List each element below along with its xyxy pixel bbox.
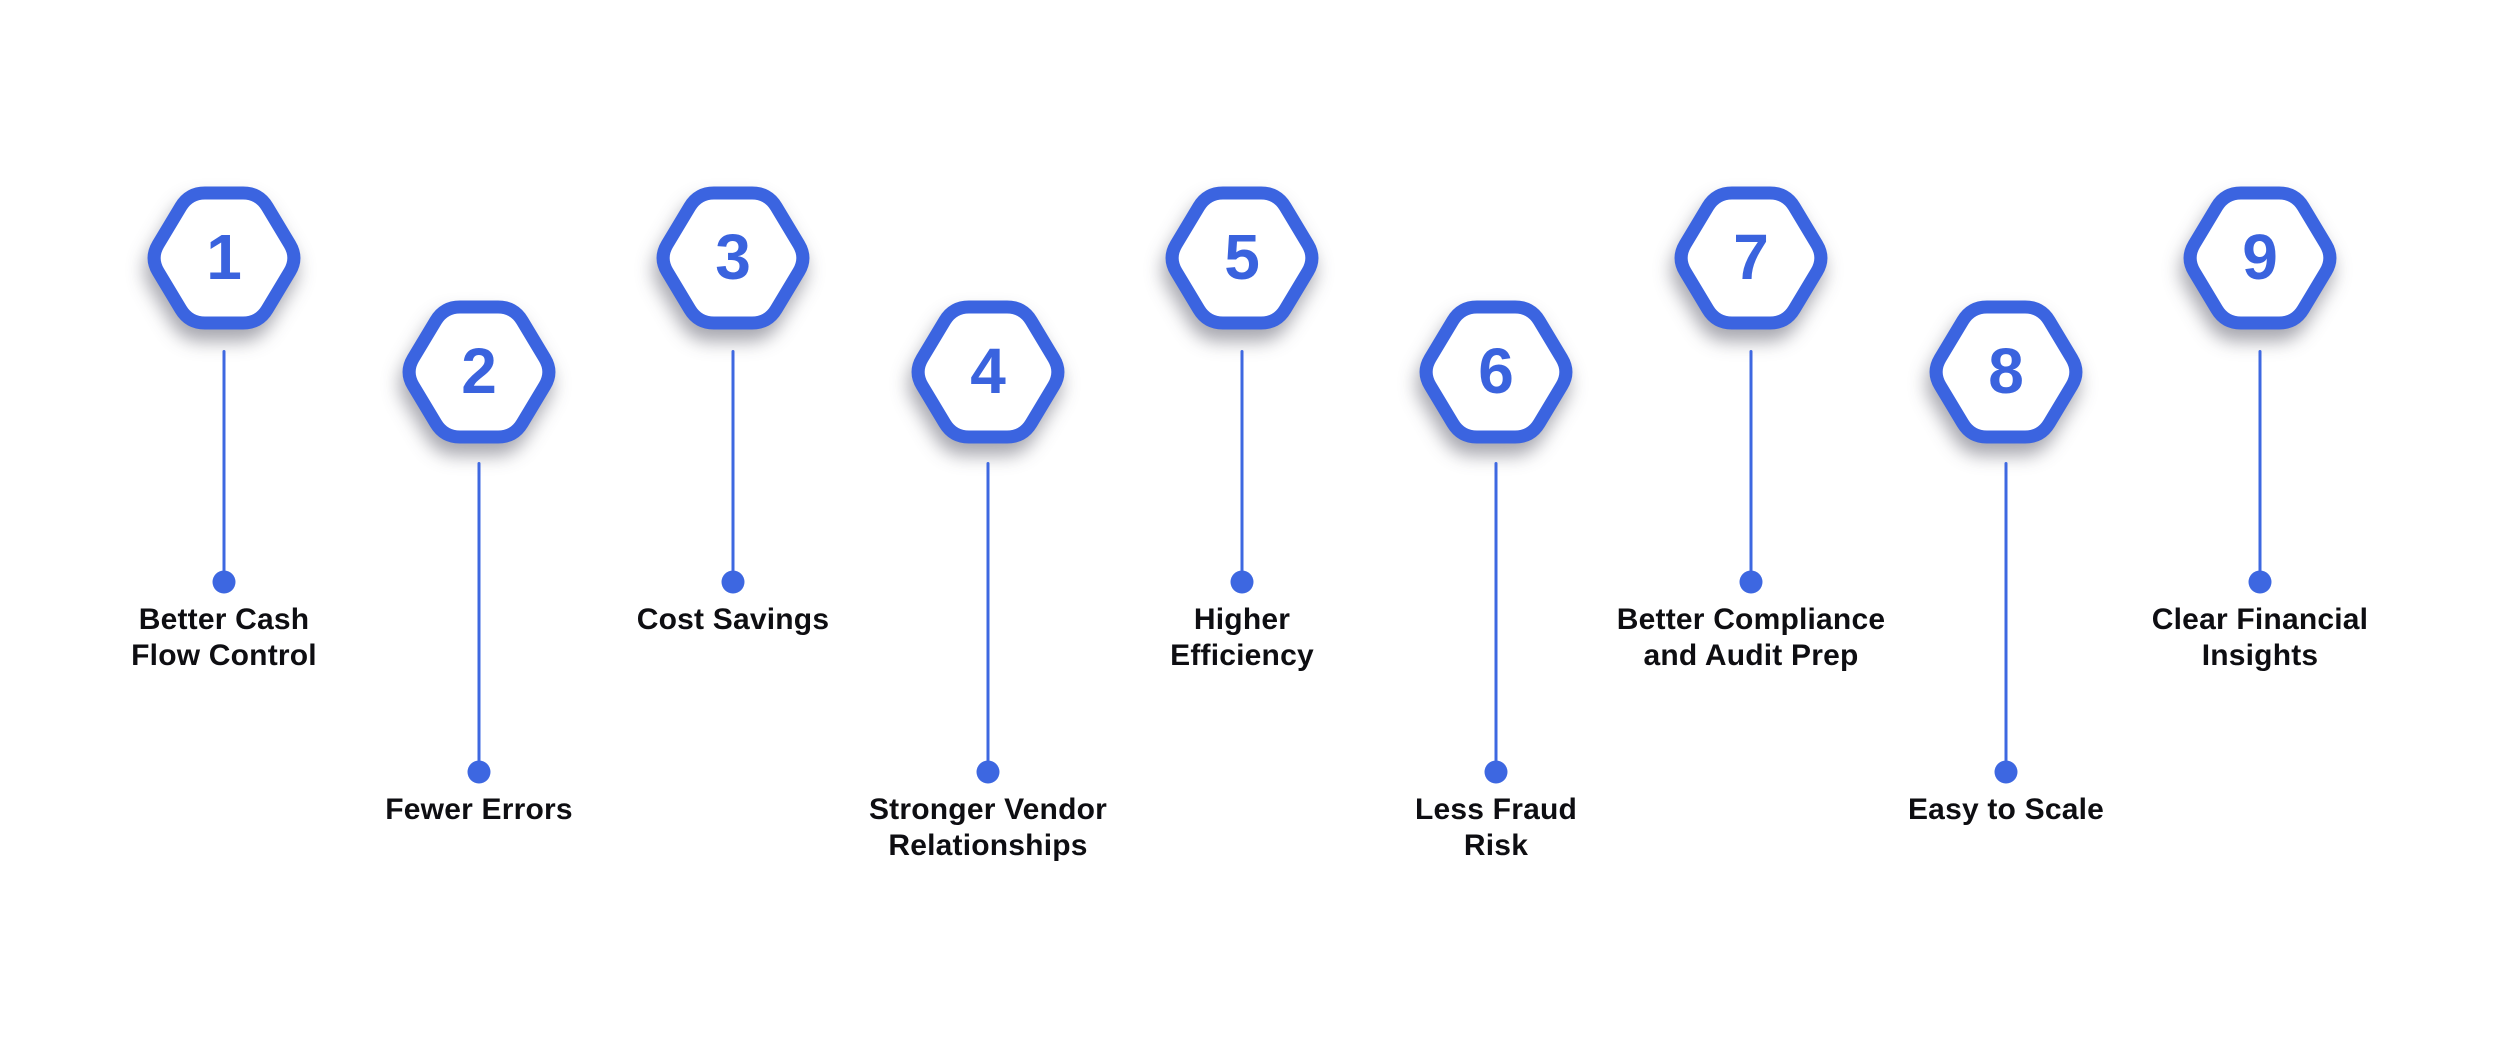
step-number: 9 <box>2242 221 2278 293</box>
label-line-2: Flow Control <box>131 639 317 672</box>
label-line-2: and Audit Prep <box>1643 639 1859 672</box>
label-line-1: Better Cash <box>138 603 310 636</box>
hexagon-step-badge: 7 <box>1671 185 1831 331</box>
connector-line <box>477 462 481 772</box>
label-line-1: Less Fraud <box>1414 793 1578 826</box>
connector-line <box>986 462 990 772</box>
connector-dot <box>1484 760 1508 784</box>
label-line-2: Risk <box>1463 829 1529 862</box>
connector-line <box>1240 350 1244 582</box>
label-line-1: Easy to Scale <box>1907 793 2105 826</box>
label-line-2: Insights <box>2201 639 2319 672</box>
hexagon-step-badge: 1 <box>144 185 304 331</box>
connector-dot <box>467 760 491 784</box>
label-line-1: Fewer Errors <box>385 793 573 826</box>
connector-dot <box>1994 760 2018 784</box>
benefit-item-5: 5 Higher Efficiency <box>1072 0 1412 1042</box>
label-line-2: Relationships <box>888 829 1088 862</box>
benefit-label: Better Cash Flow Control <box>54 602 394 674</box>
step-number: 3 <box>715 221 751 293</box>
benefit-label: Cost Savings <box>563 602 903 638</box>
step-number: 8 <box>1988 335 2024 407</box>
benefit-item-8: 8 Easy to Scale <box>1836 0 2176 1042</box>
step-number: 1 <box>206 221 242 293</box>
benefit-label: Less Fraud Risk <box>1326 792 1666 864</box>
benefit-label: Fewer Errors <box>309 792 649 828</box>
connector-line <box>731 350 735 582</box>
label-line-2: Efficiency <box>1170 639 1314 672</box>
connector-dot <box>1739 570 1763 594</box>
step-number: 6 <box>1478 335 1514 407</box>
label-line-1: Better Compliance <box>1616 603 1886 636</box>
connector-line <box>222 350 226 582</box>
benefit-item-1: 1 Better Cash Flow Control <box>54 0 394 1042</box>
benefit-label: Better Compliance and Audit Prep <box>1581 602 1921 674</box>
connector-dot <box>2248 570 2272 594</box>
connector-dot <box>721 570 745 594</box>
connector-dot <box>1230 570 1254 594</box>
benefit-item-6: 6 Less Fraud Risk <box>1326 0 1666 1042</box>
hexagon-step-badge: 3 <box>653 185 813 331</box>
connector-line <box>2004 462 2008 772</box>
hexagon-step-badge: 4 <box>908 299 1068 445</box>
connector-line <box>2258 350 2262 582</box>
step-number: 4 <box>970 335 1006 407</box>
benefit-label: Stronger Vendor Relationships <box>818 792 1158 864</box>
label-line-1: Stronger Vendor <box>868 793 1108 826</box>
connector-dot <box>212 570 236 594</box>
step-number: 7 <box>1733 221 1769 293</box>
benefit-label: Easy to Scale <box>1836 792 2176 828</box>
benefit-item-2: 2 Fewer Errors <box>309 0 649 1042</box>
connector-line <box>1749 350 1753 582</box>
benefit-item-9: 9 Clear Financial Insights <box>2090 0 2430 1042</box>
step-number: 2 <box>461 335 497 407</box>
label-line-1: Clear Financial <box>2151 603 2369 636</box>
hexagon-step-badge: 5 <box>1162 185 1322 331</box>
connector-line <box>1494 462 1498 772</box>
step-number: 5 <box>1224 221 1260 293</box>
benefit-item-3: 3 Cost Savings <box>563 0 903 1042</box>
benefit-label: Higher Efficiency <box>1072 602 1412 674</box>
connector-dot <box>976 760 1000 784</box>
label-line-1: Cost Savings <box>636 603 830 636</box>
benefit-item-7: 7 Better Compliance and Audit Prep <box>1581 0 1921 1042</box>
benefit-item-4: 4 Stronger Vendor Relationships <box>818 0 1158 1042</box>
label-line-1: Higher <box>1193 603 1291 636</box>
hexagon-step-badge: 6 <box>1416 299 1576 445</box>
hexagon-step-badge: 9 <box>2180 185 2340 331</box>
hexagon-step-badge: 2 <box>399 299 559 445</box>
hexagon-step-badge: 8 <box>1926 299 2086 445</box>
benefit-label: Clear Financial Insights <box>2090 602 2430 674</box>
